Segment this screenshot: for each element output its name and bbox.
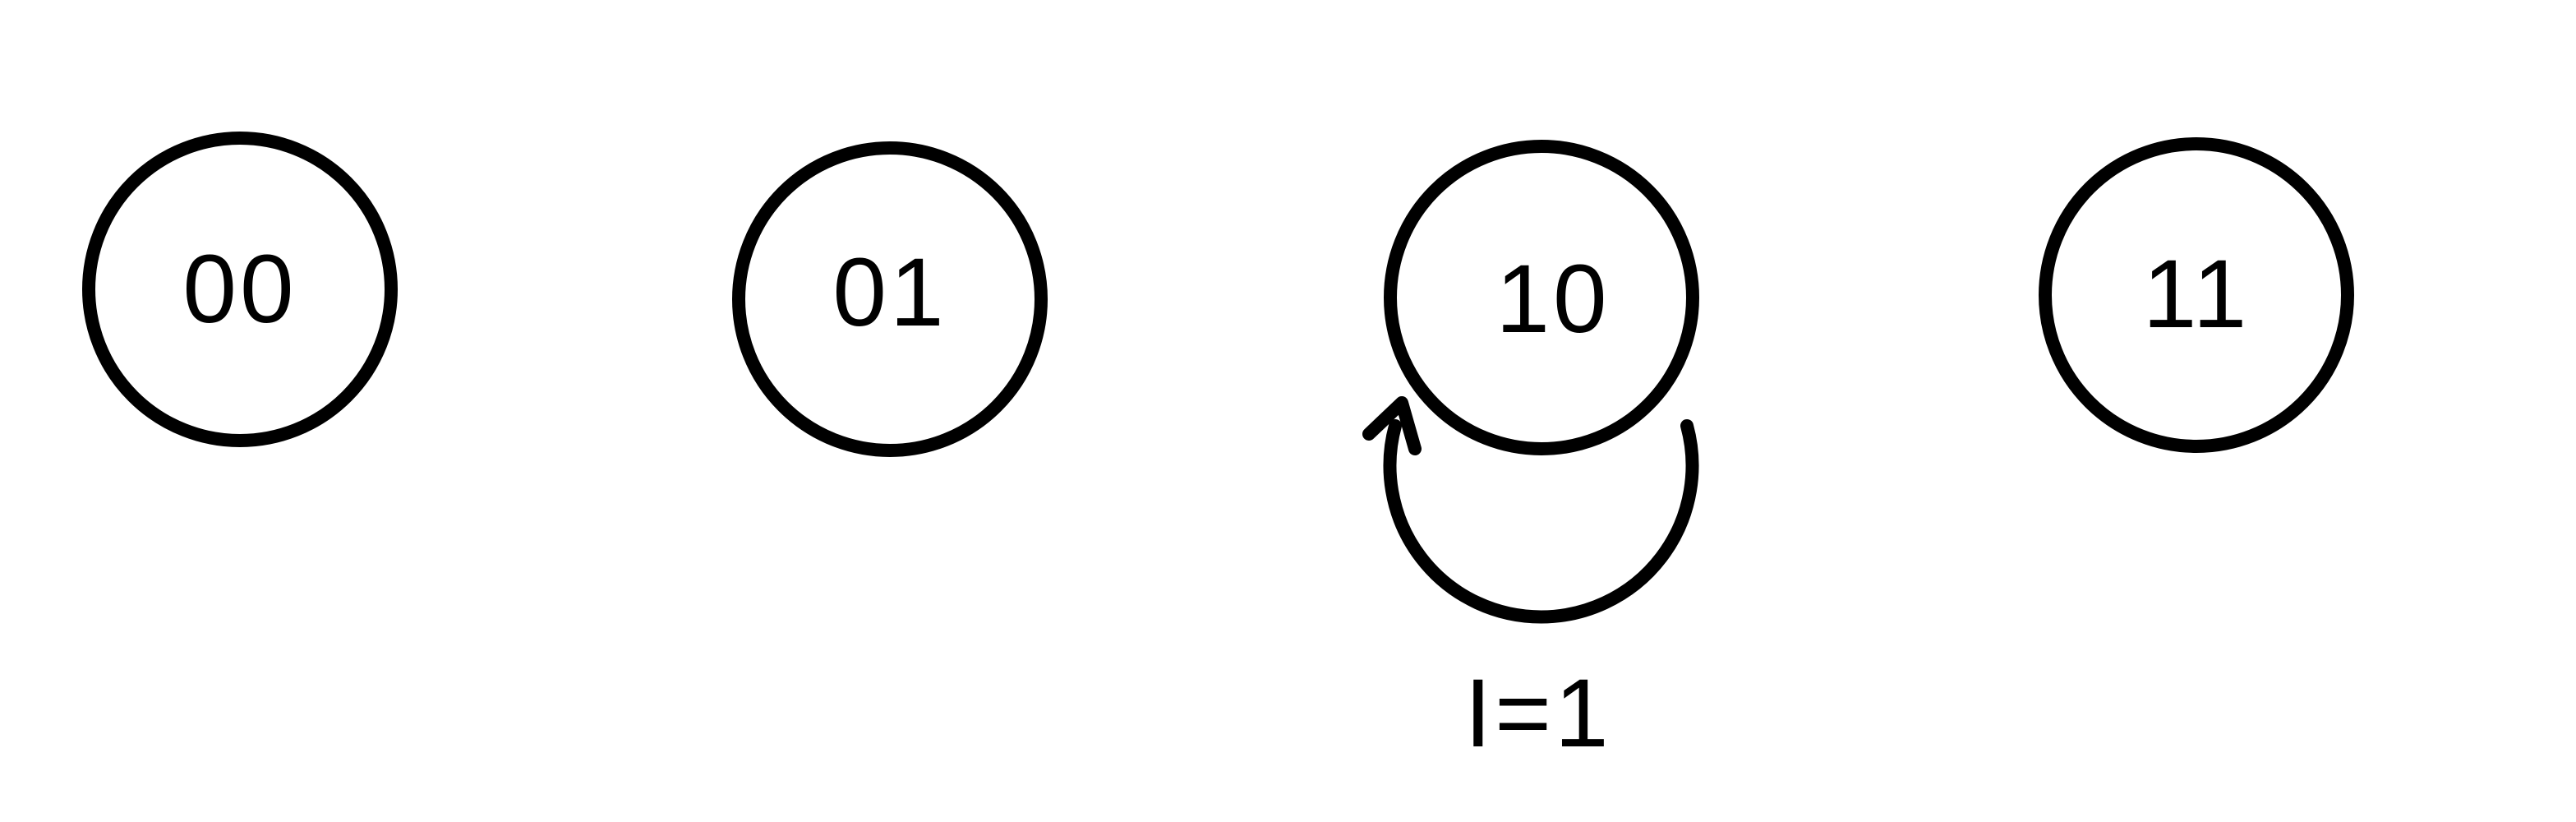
state-11: 11 [2039,137,2354,453]
state-00-label: 00 [182,235,297,344]
state-10-circle [1384,140,1699,455]
state-00: 00 [82,132,398,447]
state-01: 01 [732,141,1048,457]
state-01-circle [732,141,1048,457]
state-11-circle [2039,137,2354,453]
self-loop-arc [1383,419,1699,624]
state-10-label: 10 [1495,245,1610,353]
state-11-label: 11 [2143,240,2251,349]
transition-label: I=1 [1464,659,1611,768]
state-10: 10 [1384,140,1699,455]
transition-10-self-loop: I=1 [1362,396,1699,768]
self-loop-arrowhead [1362,396,1422,455]
state-01-label: 01 [832,238,947,347]
state-00-circle [82,132,398,447]
